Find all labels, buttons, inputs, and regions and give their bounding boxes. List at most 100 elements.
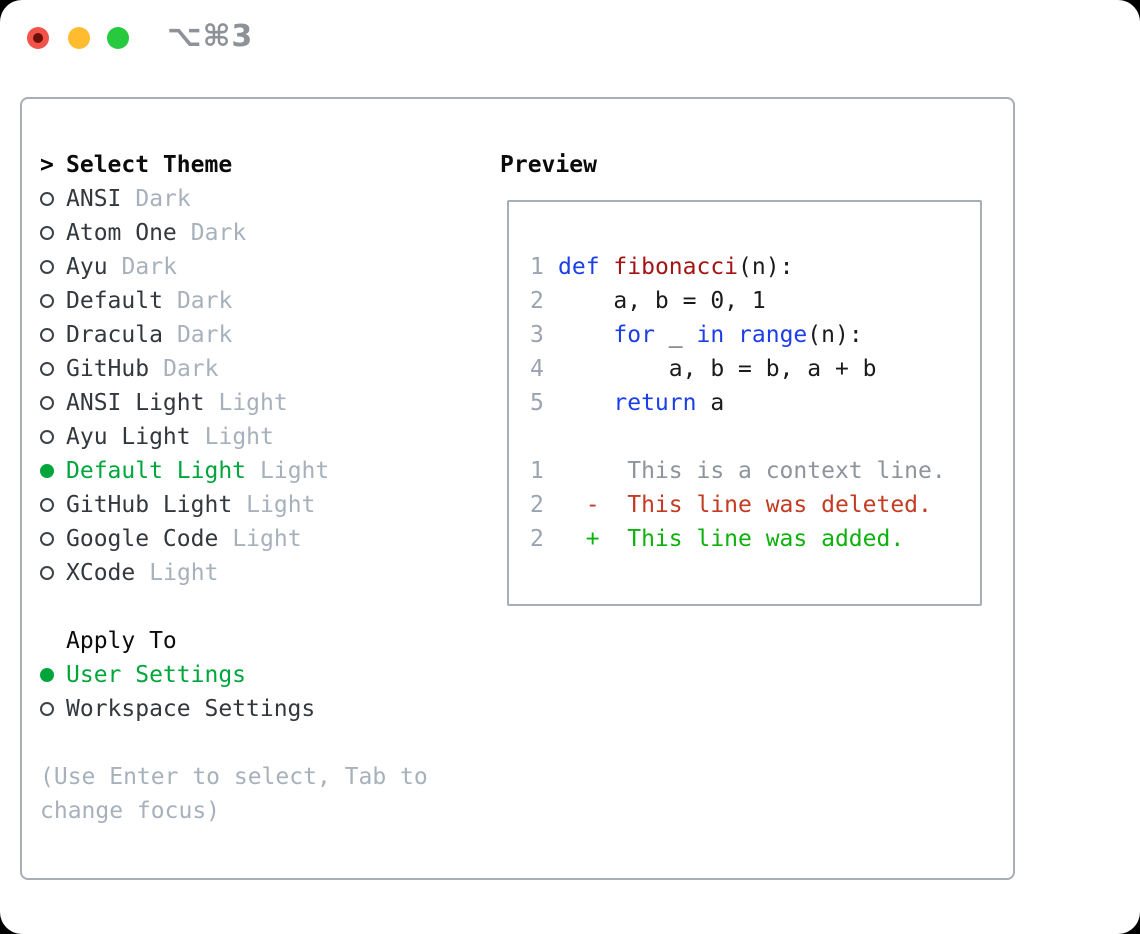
theme-variant-tag: Dark: [135, 186, 191, 212]
code-token-pl: a: [696, 390, 725, 416]
minimize-button[interactable]: [68, 27, 90, 49]
theme-option-dracula-dark[interactable]: Dracula Dark: [40, 318, 490, 352]
radio-off-icon: [40, 192, 66, 206]
code-token-pl: _: [654, 322, 697, 348]
code-line: 2 + This line was added.: [530, 522, 946, 556]
maximize-button[interactable]: [107, 27, 129, 49]
theme-variant-tag: Light: [232, 526, 302, 552]
theme-variant-tag: Light: [204, 424, 274, 450]
code-token-kw: def: [558, 254, 600, 280]
theme-option-label: XCode: [66, 560, 136, 586]
code-token-pl: (n):: [807, 322, 863, 348]
line-number: 2: [530, 288, 544, 314]
theme-variant-tag: Dark: [176, 322, 233, 348]
theme-option-label: Dracula: [66, 322, 163, 348]
help-text-line: (Use Enter to select, Tab to: [40, 764, 428, 790]
code-token-fn: fibonacci: [613, 254, 739, 280]
radio-off-icon: [40, 294, 66, 308]
spacer-row: [40, 590, 490, 624]
code-token-kw: range: [738, 322, 808, 348]
line-number: 4: [530, 356, 544, 382]
code-line: 1 def fibonacci(n):: [530, 250, 946, 284]
code-token-pl: a, b = 0, 1: [558, 288, 766, 314]
window-shortcut-label: ⌥⌘3: [167, 19, 254, 54]
line-number: 1: [530, 458, 544, 484]
theme-option-label: Default: [66, 288, 163, 314]
theme-variant-tag: Dark: [121, 254, 177, 280]
theme-option-default-dark[interactable]: Default Dark: [40, 284, 490, 318]
theme-list-title: Select Theme: [66, 152, 233, 178]
radio-off-icon: [40, 396, 66, 410]
theme-option-label: GitHub: [66, 356, 150, 382]
radio-off-icon: [40, 498, 66, 512]
code-token-pl: (n):: [738, 254, 794, 280]
radio-off-icon: [40, 566, 66, 580]
code-token-pl: [558, 390, 613, 416]
code-token-pl: [558, 322, 613, 348]
theme-variant-tag: Dark: [190, 220, 247, 246]
apply-option-label: Workspace Settings: [66, 696, 316, 722]
theme-option-ayu-dark[interactable]: Ayu Dark: [40, 250, 490, 284]
radio-off-icon: [40, 430, 66, 444]
preview-title: Preview: [500, 152, 597, 178]
code-line: 2 a, b = 0, 1: [530, 284, 946, 318]
theme-option-xcode-light[interactable]: XCode Light: [40, 556, 490, 590]
theme-option-label: Ayu: [66, 254, 108, 280]
close-button-dot-icon: [33, 33, 43, 43]
apply-to-title: Apply To: [66, 628, 177, 654]
line-number: 2: [530, 526, 544, 552]
line-number: 1: [530, 254, 544, 280]
code-token-del: - This line was deleted.: [558, 492, 932, 518]
radio-off-icon: [40, 328, 66, 342]
theme-option-label: Default Light: [66, 458, 247, 484]
radio-on-icon: [40, 464, 66, 478]
theme-option-label: Atom One: [66, 220, 177, 246]
code-token-pl: [724, 322, 738, 348]
theme-option-ayu-light-light[interactable]: Ayu Light Light: [40, 420, 490, 454]
theme-option-label: ANSI Light: [66, 390, 205, 416]
line-number: 2: [530, 492, 544, 518]
theme-variant-tag: Light: [149, 560, 219, 586]
radio-on-icon: [40, 668, 66, 682]
help-text-line: change focus): [40, 798, 221, 824]
line-number: 5: [530, 390, 544, 416]
apply-option-workspace-settings[interactable]: Workspace Settings: [40, 692, 490, 726]
theme-option-ansi-dark[interactable]: ANSI Dark: [40, 182, 490, 216]
theme-option-label: GitHub Light: [66, 492, 233, 518]
code-line: 2 - This line was deleted.: [530, 488, 946, 522]
theme-option-default-light-light[interactable]: Default Light Light: [40, 454, 490, 488]
theme-option-ansi-light-light[interactable]: ANSI Light Light: [40, 386, 490, 420]
theme-list-header: > Select Theme: [40, 148, 490, 182]
code-line: 4 a, b = b, a + b: [530, 352, 946, 386]
blank-code-line: [530, 420, 946, 454]
theme-option-label: ANSI: [66, 186, 122, 212]
theme-option-atom-one-dark[interactable]: Atom One Dark: [40, 216, 490, 250]
code-token-ctx: This is a context line.: [558, 458, 946, 484]
radio-off-icon: [40, 260, 66, 274]
theme-variant-tag: Light: [218, 390, 288, 416]
apply-option-user-settings[interactable]: User Settings: [40, 658, 490, 692]
close-button[interactable]: [27, 27, 49, 49]
prompt-caret-icon: >: [40, 152, 54, 178]
radio-off-icon: [40, 362, 66, 376]
code-token-pl: [600, 254, 614, 280]
code-token-kw: in: [696, 322, 725, 348]
theme-variant-tag: Dark: [176, 288, 233, 314]
theme-option-label: Ayu Light: [66, 424, 191, 450]
code-token-pl: a, b = b, a + b: [558, 356, 877, 382]
theme-variant-tag: Light: [260, 458, 330, 484]
code-token-kw: for: [613, 322, 655, 348]
radio-off-icon: [40, 226, 66, 240]
code-line: 1 This is a context line.: [530, 454, 946, 488]
code-token-kw: return: [613, 390, 697, 416]
spacer-row: [40, 726, 490, 760]
